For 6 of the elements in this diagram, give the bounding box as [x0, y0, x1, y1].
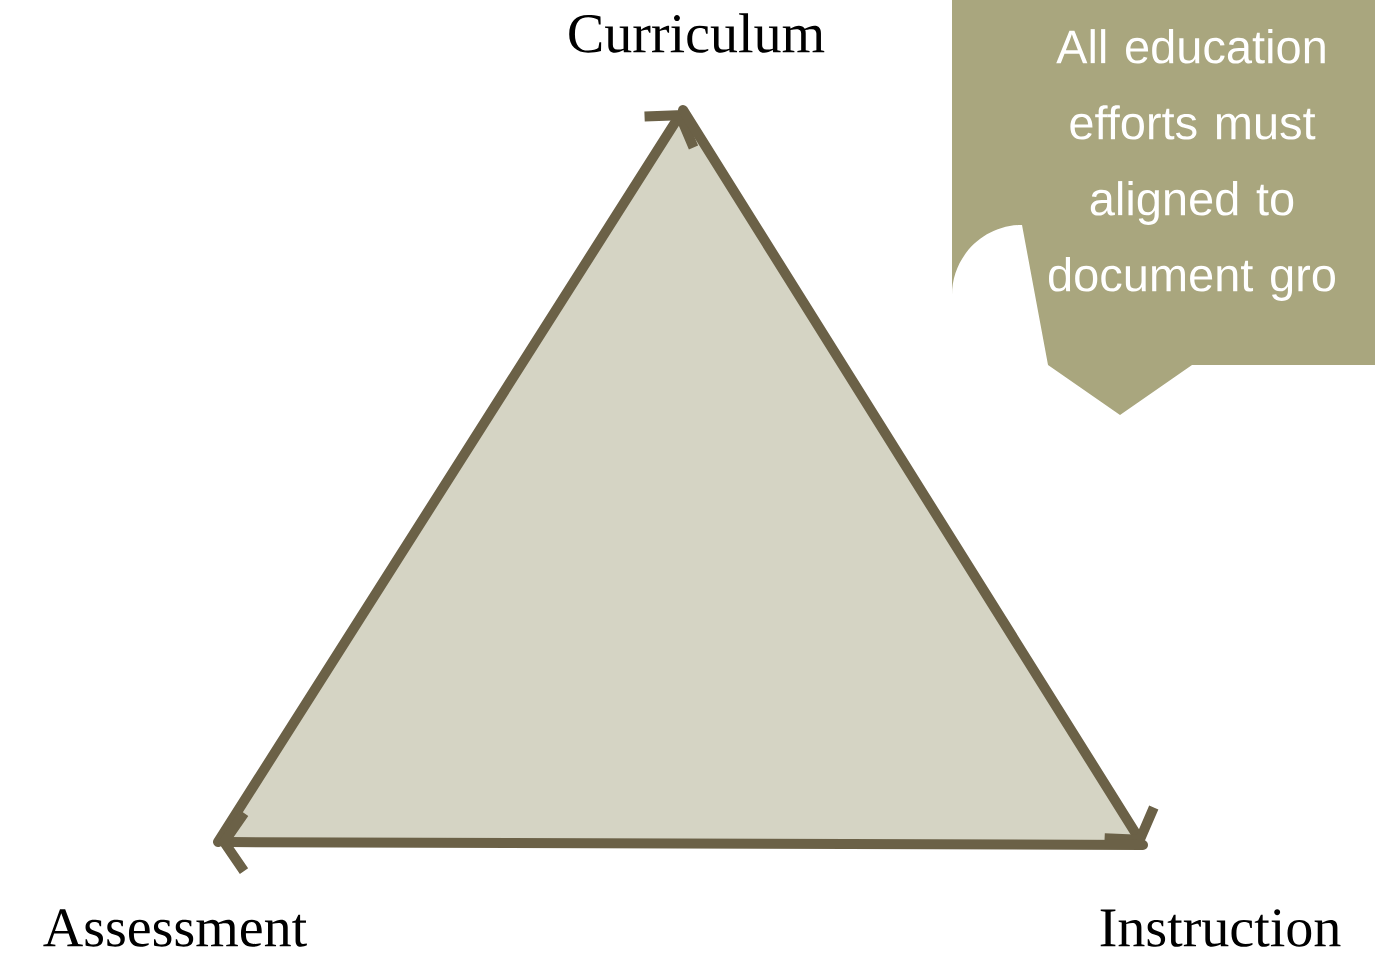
arrow	[213, 110, 699, 847]
arrow	[218, 810, 1148, 874]
corner-label: Instruction	[1100, 909, 1341, 947]
speech-bubble: All education efforts must aligned to document gro	[952, 0, 1375, 415]
corner-label: Curriculum	[569, 13, 825, 53]
corner-label: Assessment	[43, 909, 307, 947]
